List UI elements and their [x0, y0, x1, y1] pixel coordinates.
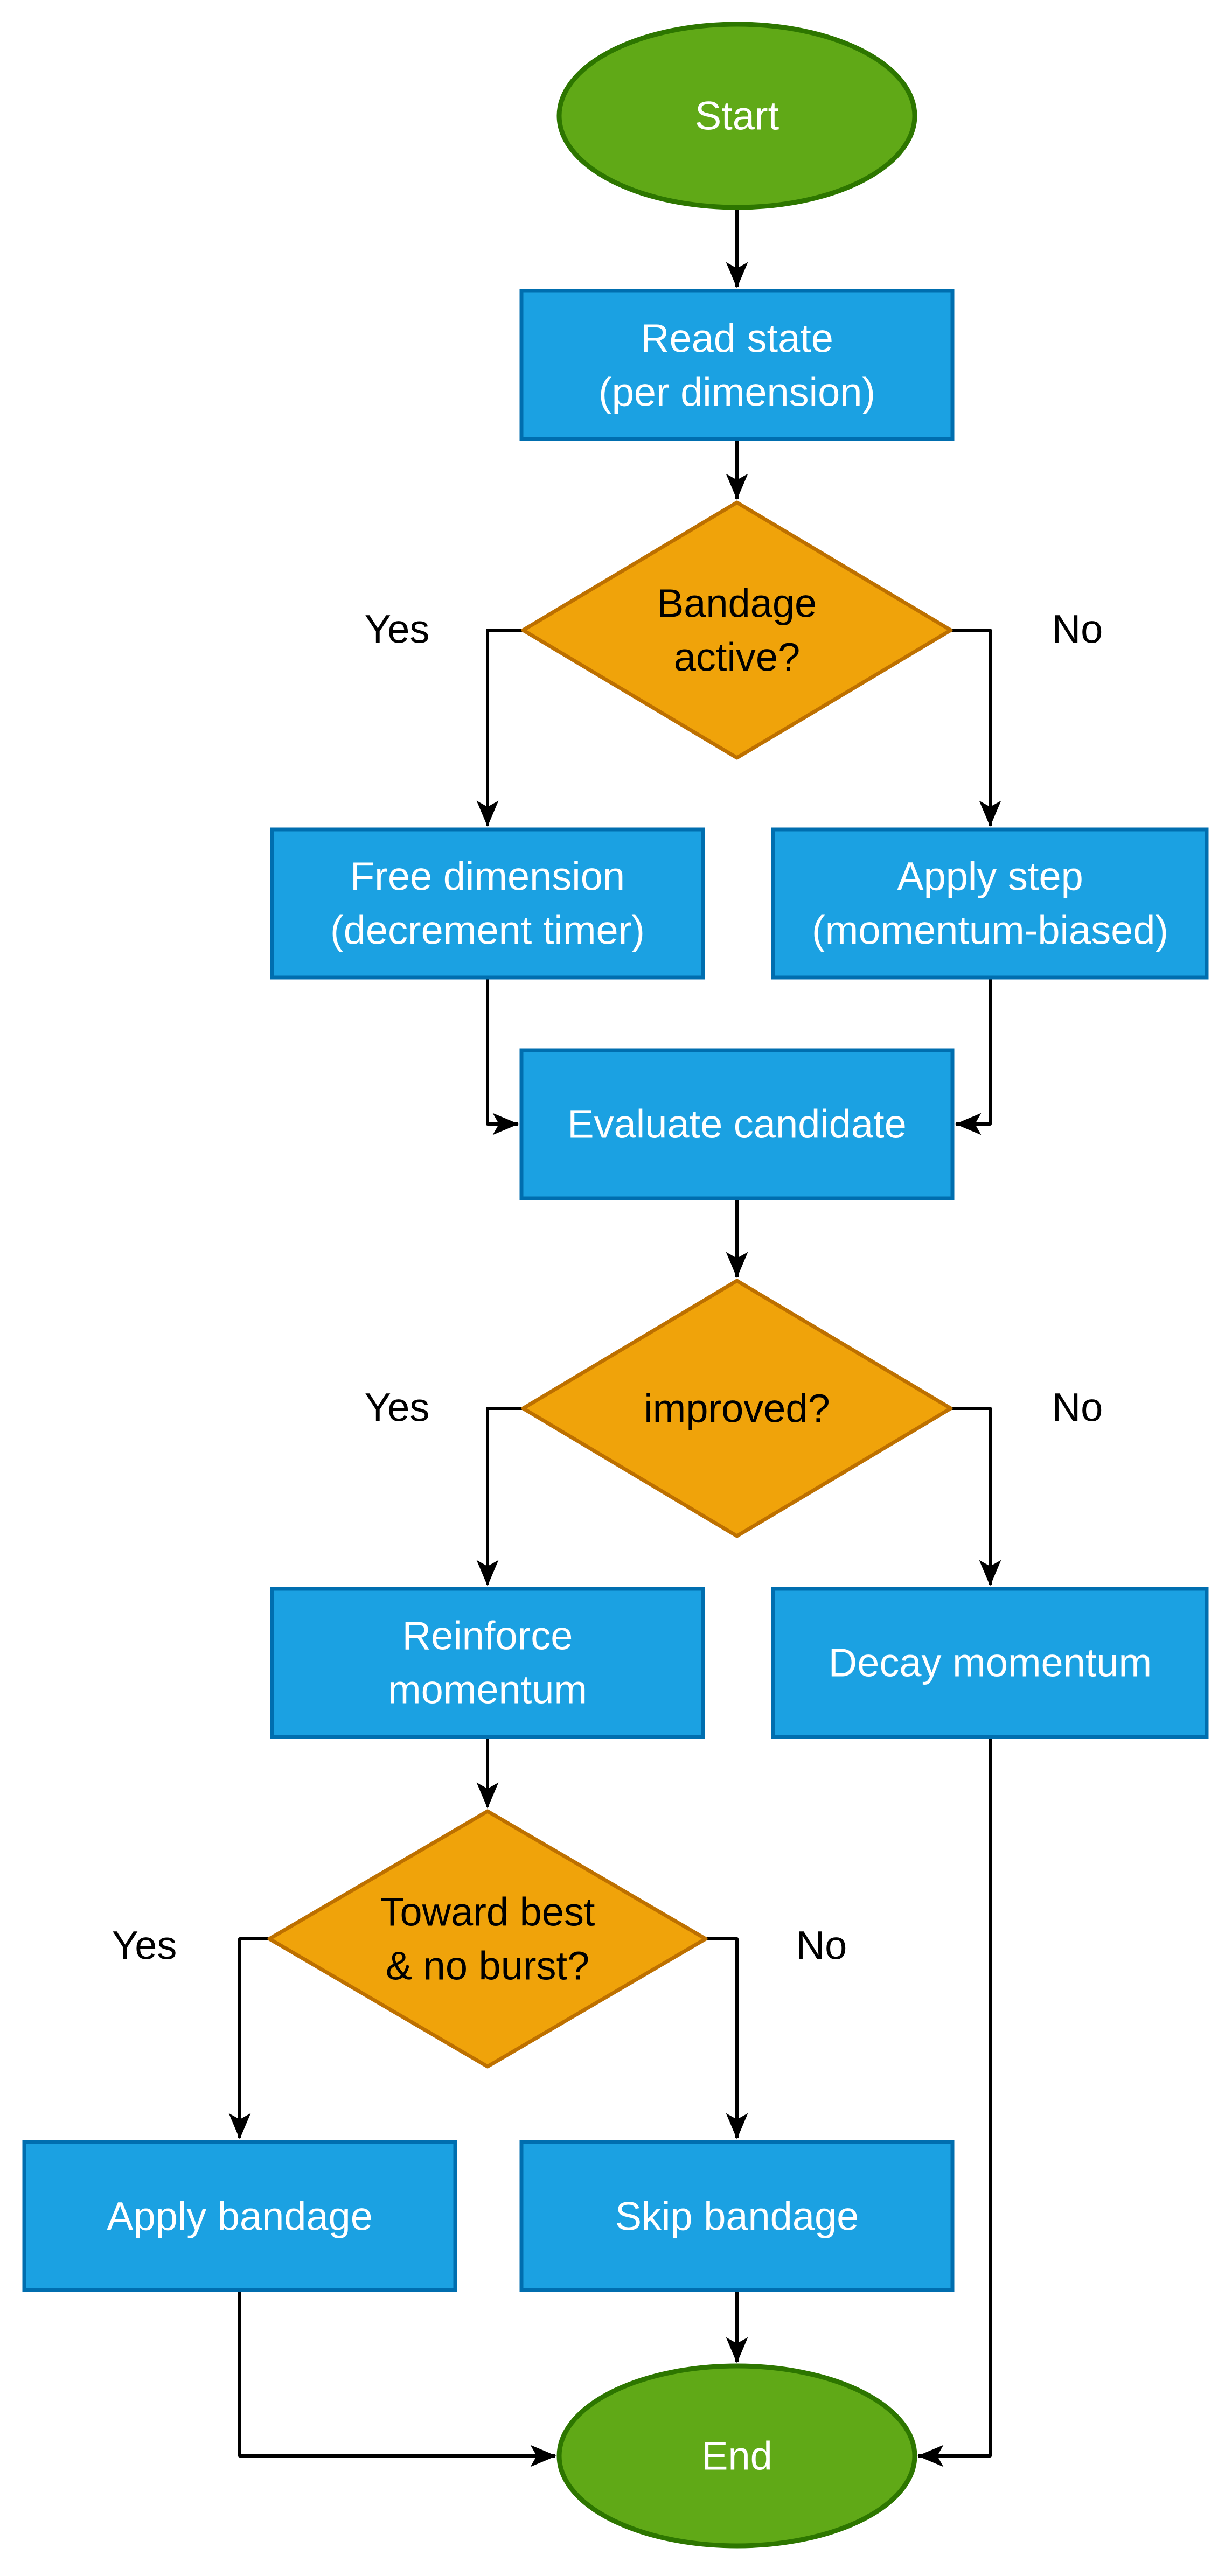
node-free-dimension: Free dimension (decrement timer) [270, 827, 705, 980]
apply-step-label-line2: (momentum-biased) [812, 908, 1168, 953]
bandage-active-label-line1: Bandage [657, 581, 817, 626]
toward-best-label-line2: & no burst? [386, 1944, 589, 1988]
edge-label-improved-no: No [1052, 1385, 1103, 1430]
toward-best-decision-shape [267, 1809, 708, 2069]
skip-bandage-label: Skip bandage [615, 2194, 859, 2239]
edge-label-bandage-yes: Yes [365, 607, 430, 652]
improved-decision-shape [521, 1279, 953, 1538]
end-terminal-shape [556, 2363, 917, 2549]
bandage-active-decision-shape [521, 500, 953, 760]
node-start: Start [556, 22, 917, 210]
evaluate-candidate-label: Evaluate candidate [567, 1102, 906, 1147]
node-read-state: Read state (per dimension) [519, 289, 955, 441]
edge-label-toward-yes: Yes [112, 1923, 177, 1968]
read-state-label-line1: Read state [641, 316, 833, 361]
apply-bandage-label: Apply bandage [107, 2194, 373, 2239]
edge-toward-no-to-skip-bandage [706, 1937, 748, 2139]
reinforce-momentum-process-shape [270, 1587, 705, 1739]
start-label: Start [695, 94, 779, 138]
edge-label-improved-yes: Yes [365, 1385, 430, 1430]
node-improved: improved? [521, 1279, 953, 1538]
node-apply-step: Apply step (momentum-biased) [771, 827, 1209, 980]
bandage-active-label-line2: active? [674, 635, 800, 680]
start-terminal-shape [556, 22, 917, 210]
reinforce-momentum-label-line2: momentum [388, 1667, 587, 1712]
node-bandage-active: Bandage active? [521, 500, 953, 760]
apply-step-process-shape [771, 827, 1209, 980]
node-toward-best: Toward best & no burst? [267, 1809, 708, 2069]
edge-bandage-no-to-apply-step [951, 629, 1001, 827]
apply-step-label-line1: Apply step [897, 854, 1083, 899]
node-apply-bandage: Apply bandage [22, 2140, 457, 2292]
read-state-label-line2: (per dimension) [598, 370, 875, 415]
free-dimension-label-line2: (decrement timer) [330, 908, 645, 953]
evaluate-candidate-process-shape [519, 1048, 955, 1200]
edge-apply-step-to-evaluate [955, 978, 992, 1135]
node-skip-bandage: Skip bandage [519, 2140, 955, 2292]
node-end: End [556, 2363, 917, 2549]
end-label: End [701, 2434, 772, 2479]
free-dimension-process-shape [270, 827, 705, 980]
edge-decay-to-end [917, 1737, 992, 2467]
decay-momentum-process-shape [771, 1587, 1209, 1739]
edge-bandage-yes-to-free-dimension [476, 629, 523, 827]
toward-best-label-line1: Toward best [380, 1890, 595, 1935]
edge-label-toward-no: No [796, 1923, 847, 1968]
node-reinforce-momentum: Reinforce momentum [270, 1587, 705, 1739]
reinforce-momentum-label-line1: Reinforce [402, 1614, 573, 1658]
skip-bandage-process-shape [519, 2140, 955, 2292]
free-dimension-label-line1: Free dimension [350, 854, 625, 899]
decay-momentum-label: Decay momentum [829, 1640, 1152, 1685]
edge-improved-yes-to-reinforce [476, 1407, 523, 1586]
edge-apply-bandage-to-end [238, 2290, 556, 2467]
node-decay-momentum: Decay momentum [771, 1587, 1209, 1739]
apply-bandage-process-shape [22, 2140, 457, 2292]
improved-label: improved? [644, 1386, 830, 1431]
edge-free-dimension-to-evaluate [486, 978, 519, 1135]
edge-label-bandage-no: No [1052, 607, 1103, 652]
edge-improved-no-to-decay [951, 1407, 1001, 1586]
edge-toward-yes-to-apply-bandage [228, 1937, 269, 2139]
read-state-process-shape [519, 289, 955, 441]
node-evaluate-candidate: Evaluate candidate [519, 1048, 955, 1200]
